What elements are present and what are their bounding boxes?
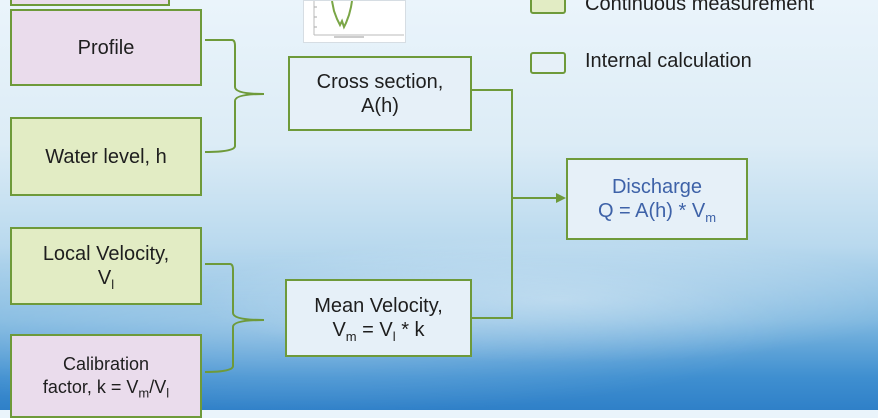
calibration-label: Calibration xyxy=(62,354,150,374)
legend-swatch-continuous xyxy=(530,0,566,14)
mean-velocity-formula: Vm = Vl * k xyxy=(332,319,425,344)
mean-velocity-label: Mean Velocity, xyxy=(314,295,443,317)
discharge-formula: Q = A(h) * Vm xyxy=(597,200,717,225)
water-level-label: Water level, h xyxy=(45,145,167,168)
legend-swatch-internal xyxy=(530,52,566,74)
profile-label: Profile xyxy=(77,36,135,59)
local-velocity-symbol: Vl xyxy=(97,267,115,292)
discharge-label: Discharge xyxy=(611,176,703,198)
cross-section-box: Cross section, A(h) xyxy=(288,56,472,131)
local-velocity-label: Local Velocity, xyxy=(42,243,170,265)
cross-section-label: Cross section, xyxy=(316,70,444,93)
calibration-box: Calibration factor, k = Vm/Vl xyxy=(10,334,202,418)
cross-section-formula: A(h) xyxy=(361,94,399,117)
arrow-head xyxy=(556,193,566,203)
profile-chart-thumbnail xyxy=(303,0,406,43)
profile-box: Profile xyxy=(10,9,202,86)
mean-velocity-box: Mean Velocity, Vm = Vl * k xyxy=(285,279,472,357)
calibration-formula: factor, k = Vm/Vl xyxy=(42,377,170,401)
local-velocity-box: Local Velocity, Vl xyxy=(10,227,202,305)
legend-label-continuous: Continuous measurement xyxy=(585,0,815,15)
water-level-box: Water level, h xyxy=(10,117,202,196)
profile-chart-svg xyxy=(313,0,404,38)
discharge-box: Discharge Q = A(h) * Vm xyxy=(566,158,748,240)
legend-label-internal: Internal calculation xyxy=(585,50,752,72)
cropped-box-top-left xyxy=(10,0,170,6)
